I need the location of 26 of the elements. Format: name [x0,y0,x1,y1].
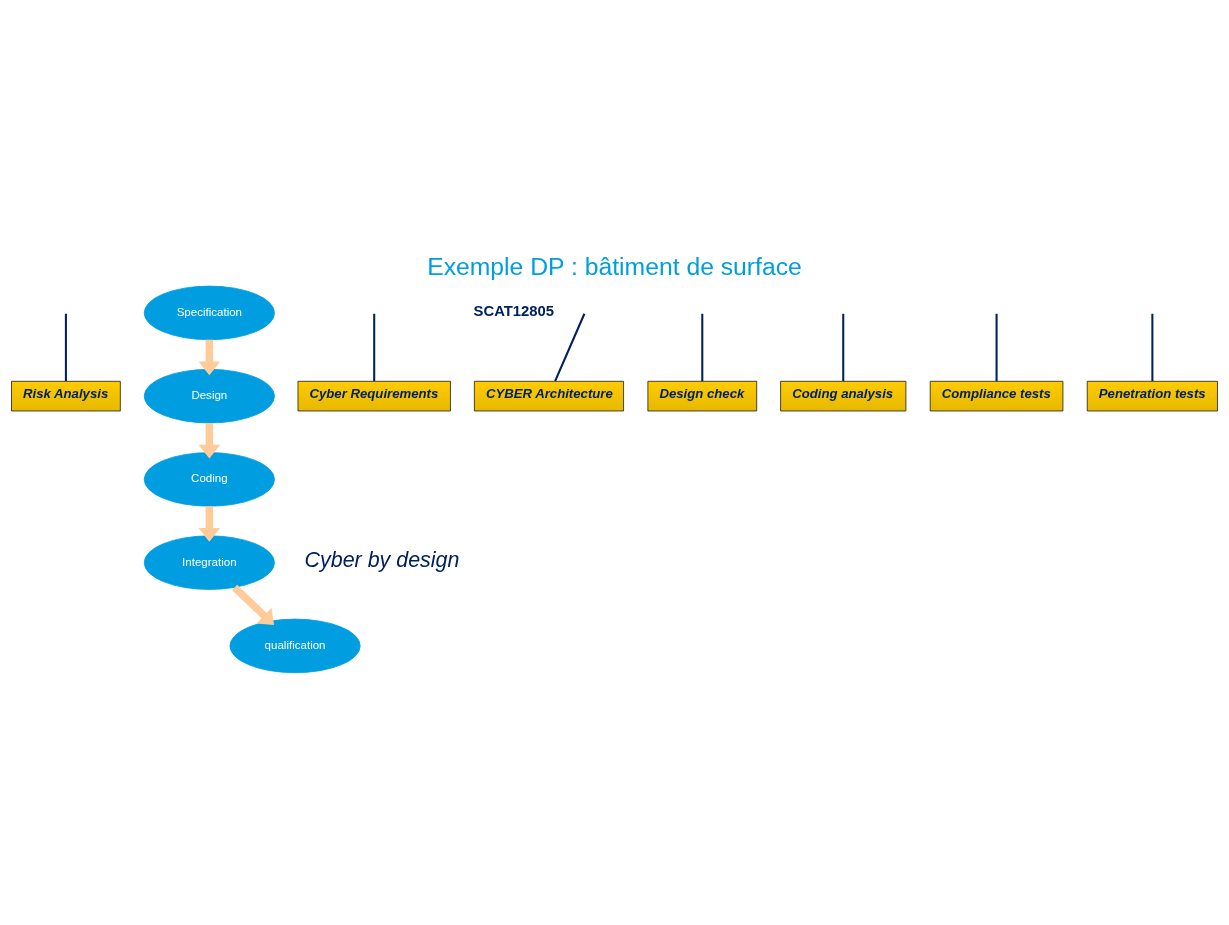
label: SCAT12805 [473,302,555,319]
arrow [198,339,221,376]
node-box: Compliance tests [929,380,1064,412]
node-box: Penetration tests [1086,380,1218,412]
node-ellipse: Coding [143,452,275,507]
node-box: Risk Analysis [11,380,121,412]
connector [554,313,586,382]
label: Cyber by design [304,548,460,573]
node-box: Design check [647,380,758,412]
node-ellipse: Specification [143,285,275,341]
node-box: CYBER Architecture [473,380,624,412]
arrow [232,584,275,626]
node-ellipse: qualification [229,618,361,674]
node-ellipse: Integration [143,535,275,590]
diagram-title: Exemple DP : bâtiment de surface [427,253,802,281]
arrow [198,506,221,542]
connector [64,313,67,382]
node-box: Coding analysis [780,380,907,412]
connector [995,313,998,382]
node-ellipse: Design [143,368,275,424]
arrow [198,423,221,459]
connector [842,313,845,382]
connector [1151,313,1154,382]
node-box: Cyber Requirements [297,380,451,412]
connector [701,313,704,382]
connector [373,313,376,382]
